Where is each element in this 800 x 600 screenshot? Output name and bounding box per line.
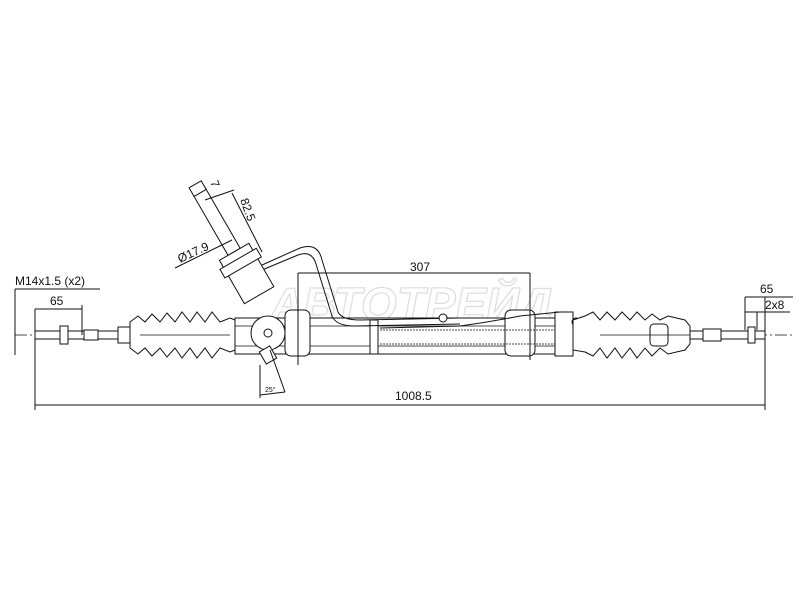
hydraulic-lines — [261, 246, 581, 329]
left-tie-rod — [34, 325, 139, 345]
pinion-tip-dimension: 7 — [207, 178, 223, 189]
pinion-length-dimension: 82.5 — [237, 196, 258, 223]
right-rod-dimension: 65 — [760, 282, 774, 296]
right-tie-rod — [689, 326, 766, 344]
pinion-valve — [188, 180, 275, 305]
thread-dimension: M14x1.5 (x2) — [15, 274, 85, 288]
pinion-angle-dimension: 25° — [265, 386, 276, 394]
right-boot — [572, 311, 691, 359]
left-rod-dimension: 65 — [50, 294, 64, 308]
pinion-offset-dimension: 307 — [410, 260, 430, 274]
dimension-lines — [14, 189, 793, 410]
right-flats-dimension: 2x8 — [765, 298, 785, 312]
left-boot — [129, 311, 236, 359]
rack-housing — [234, 309, 574, 357]
pinion-diameter-dimension: Ø17.9 — [175, 239, 211, 266]
overall-length-dimension: 1008.5 — [395, 389, 432, 403]
